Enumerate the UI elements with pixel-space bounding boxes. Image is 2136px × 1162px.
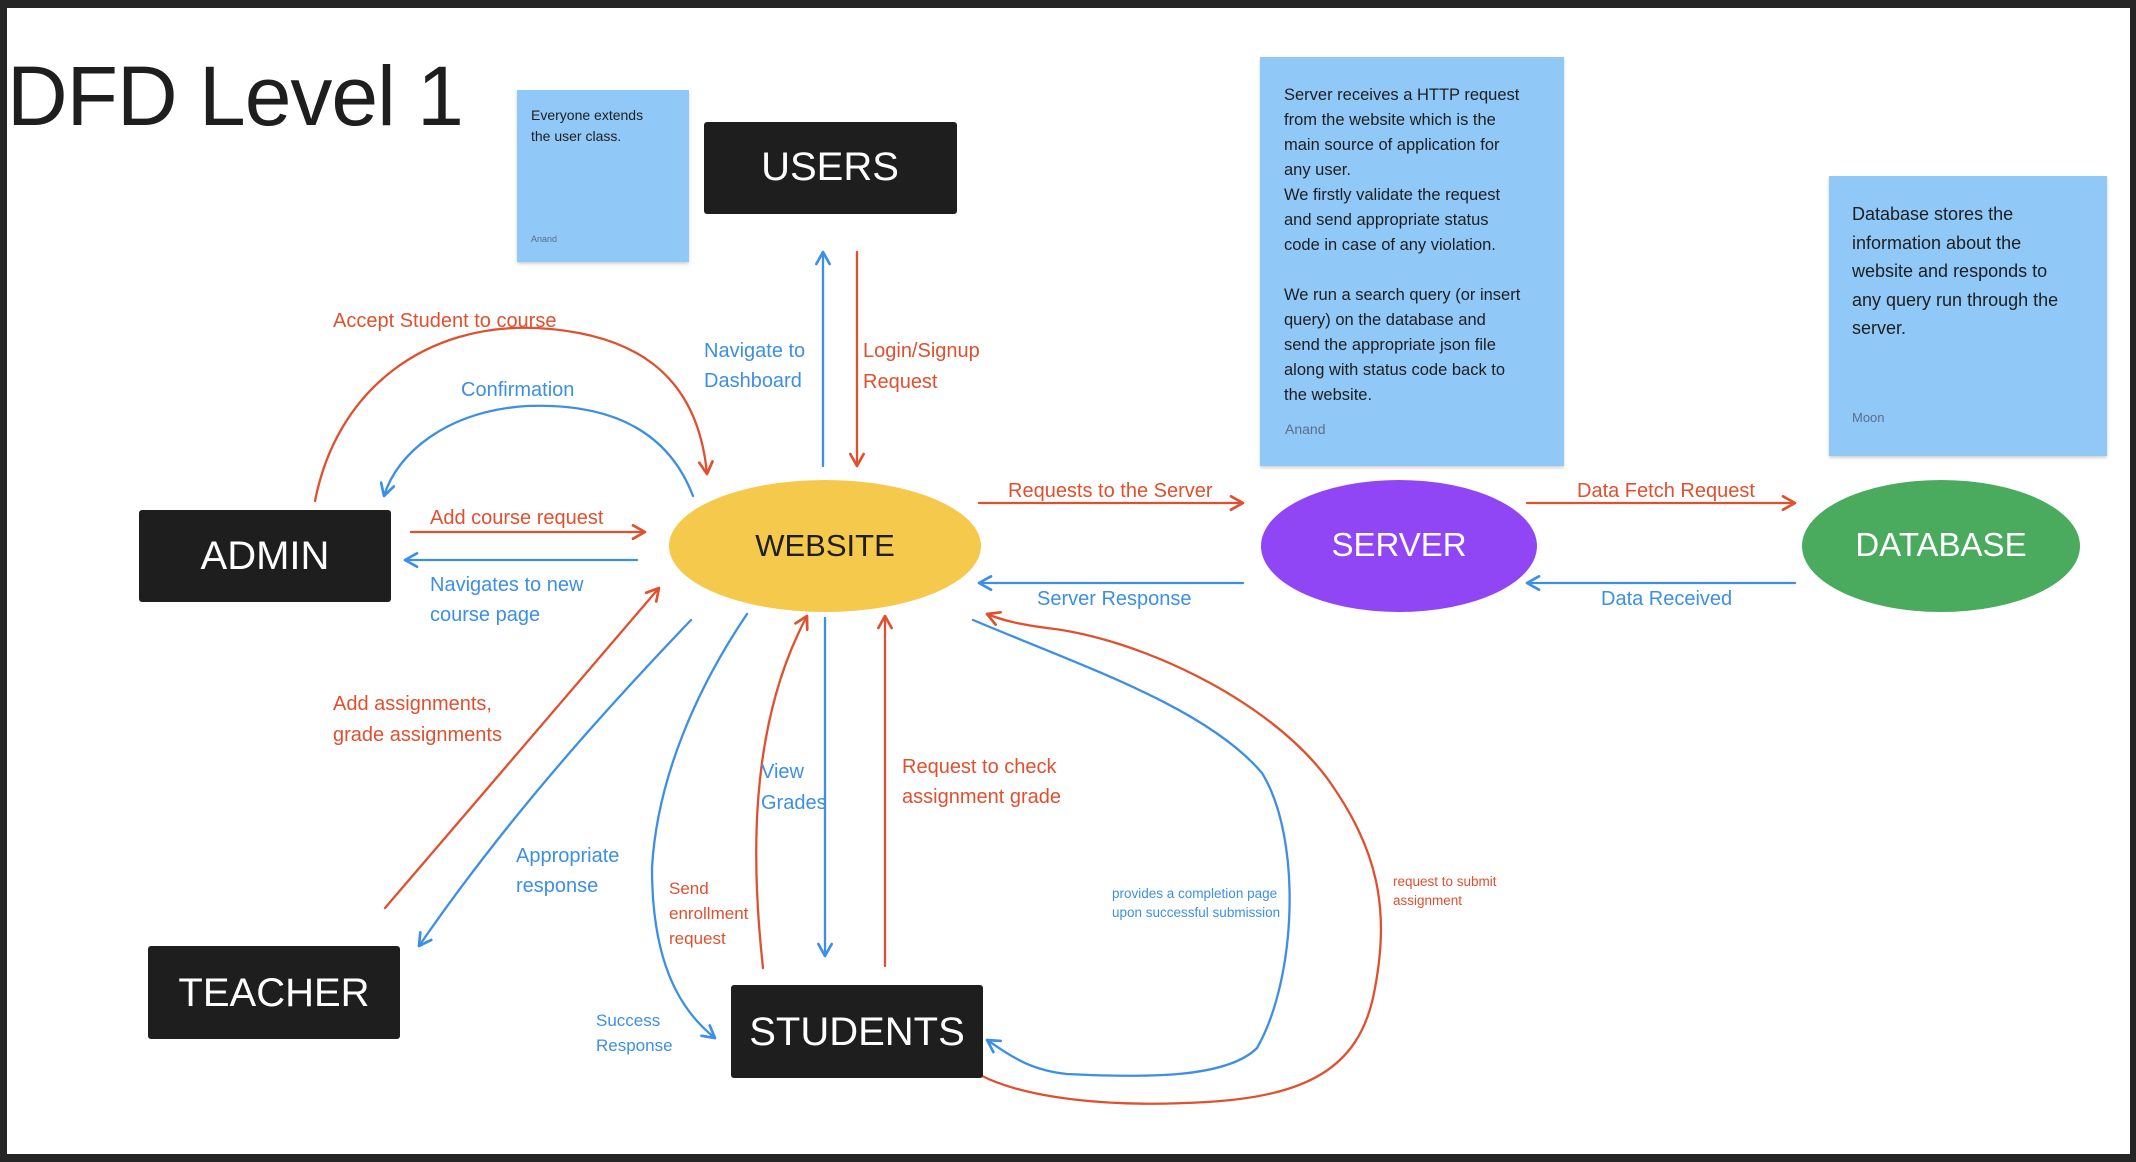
flow-diagram: Accept Student to course Confirmation Ad… [139, 122, 2080, 1105]
process-website-label: WEBSITE [755, 528, 895, 563]
label-login-signup-1: Login/Signup [863, 340, 980, 362]
process-database[interactable]: DATABASE [1802, 480, 2080, 612]
flow-accept-student [313, 326, 714, 503]
sticky-note-database[interactable]: Database stores the information about th… [1829, 176, 2107, 456]
flow-add-assignments [383, 586, 661, 910]
entity-users-label: USERS [761, 145, 899, 189]
label-send-enrollment-1: Send [669, 879, 709, 898]
diagram-title: DFD Level 1 [7, 49, 464, 143]
label-data-received: Data Received [1601, 588, 1732, 610]
label-view-grades-2: Grades [761, 792, 827, 814]
label-request-submit-2: assignment [1393, 893, 1462, 908]
label-navigate-dashboard-2: Dashboard [704, 370, 802, 392]
label-completion-page-1: provides a completion page [1112, 886, 1277, 901]
entity-admin-label: ADMIN [201, 534, 330, 578]
label-accept-student: Accept Student to course [333, 310, 556, 332]
flow-completion-page [971, 618, 1291, 1078]
sticky-note-server[interactable]: Server receives a HTTP request from the … [1260, 57, 1564, 466]
label-request-check-grade-1: Request to check [902, 756, 1058, 778]
entity-students-label: STUDENTS [749, 1010, 965, 1054]
process-website[interactable]: WEBSITE [669, 480, 981, 612]
label-add-course-request: Add course request [430, 507, 604, 529]
entity-students[interactable]: STUDENTS [731, 985, 983, 1078]
label-appropriate-response-1: Appropriate [516, 845, 619, 867]
label-add-assignments-2: grade assignments [333, 724, 502, 746]
entity-teacher-label: TEACHER [178, 971, 369, 1015]
label-appropriate-response-2: response [516, 875, 598, 897]
label-navigates-new-course-2: course page [430, 604, 540, 626]
note-text: Server receives a HTTP request from the … [1284, 86, 1521, 404]
label-data-fetch-request: Data Fetch Request [1577, 480, 1755, 502]
flow-success-response [650, 612, 749, 1040]
label-navigates-new-course-1: Navigates to new [430, 574, 584, 596]
label-request-check-grade-2: assignment grade [902, 786, 1061, 808]
entity-teacher[interactable]: TEACHER [148, 946, 400, 1039]
entity-admin[interactable]: ADMIN [139, 510, 391, 602]
label-server-response: Server Response [1037, 588, 1192, 610]
label-send-enrollment-2: enrollment [669, 904, 749, 923]
sticky-note-users[interactable]: Everyone extends the user class. Anand [517, 90, 689, 262]
note-author: Anand [1285, 421, 1326, 437]
process-server-label: SERVER [1331, 526, 1466, 563]
label-requests-to-server: Requests to the Server [1008, 480, 1213, 502]
label-success-response-1: Success [596, 1011, 660, 1030]
note-author: Moon [1852, 409, 1885, 425]
flow-send-enrollment [755, 614, 809, 970]
note-author: Anand [531, 234, 558, 244]
label-send-enrollment-3: request [669, 929, 726, 948]
flow-appropriate-response [417, 618, 693, 948]
note-text: Everyone extends the user class. [531, 107, 644, 144]
label-view-grades-1: View [761, 761, 805, 783]
diagram-canvas: DFD Level 1 Everyone extends the user cl… [7, 8, 2130, 1154]
flow-request-submit [980, 610, 1383, 1105]
label-request-submit-1: request to submit [1393, 874, 1497, 889]
label-navigate-dashboard-1: Navigate to [704, 340, 805, 362]
note-text: Database stores the information about th… [1852, 204, 2059, 338]
process-server[interactable]: SERVER [1261, 480, 1537, 612]
label-success-response-2: Response [596, 1036, 673, 1055]
flow-confirmation [379, 404, 695, 498]
label-login-signup-2: Request [863, 371, 938, 393]
label-completion-page-2: upon successful submission [1112, 905, 1280, 920]
entity-users[interactable]: USERS [704, 122, 957, 214]
label-add-assignments-1: Add assignments, [333, 693, 492, 715]
process-database-label: DATABASE [1855, 526, 2026, 563]
label-confirmation: Confirmation [461, 379, 574, 401]
